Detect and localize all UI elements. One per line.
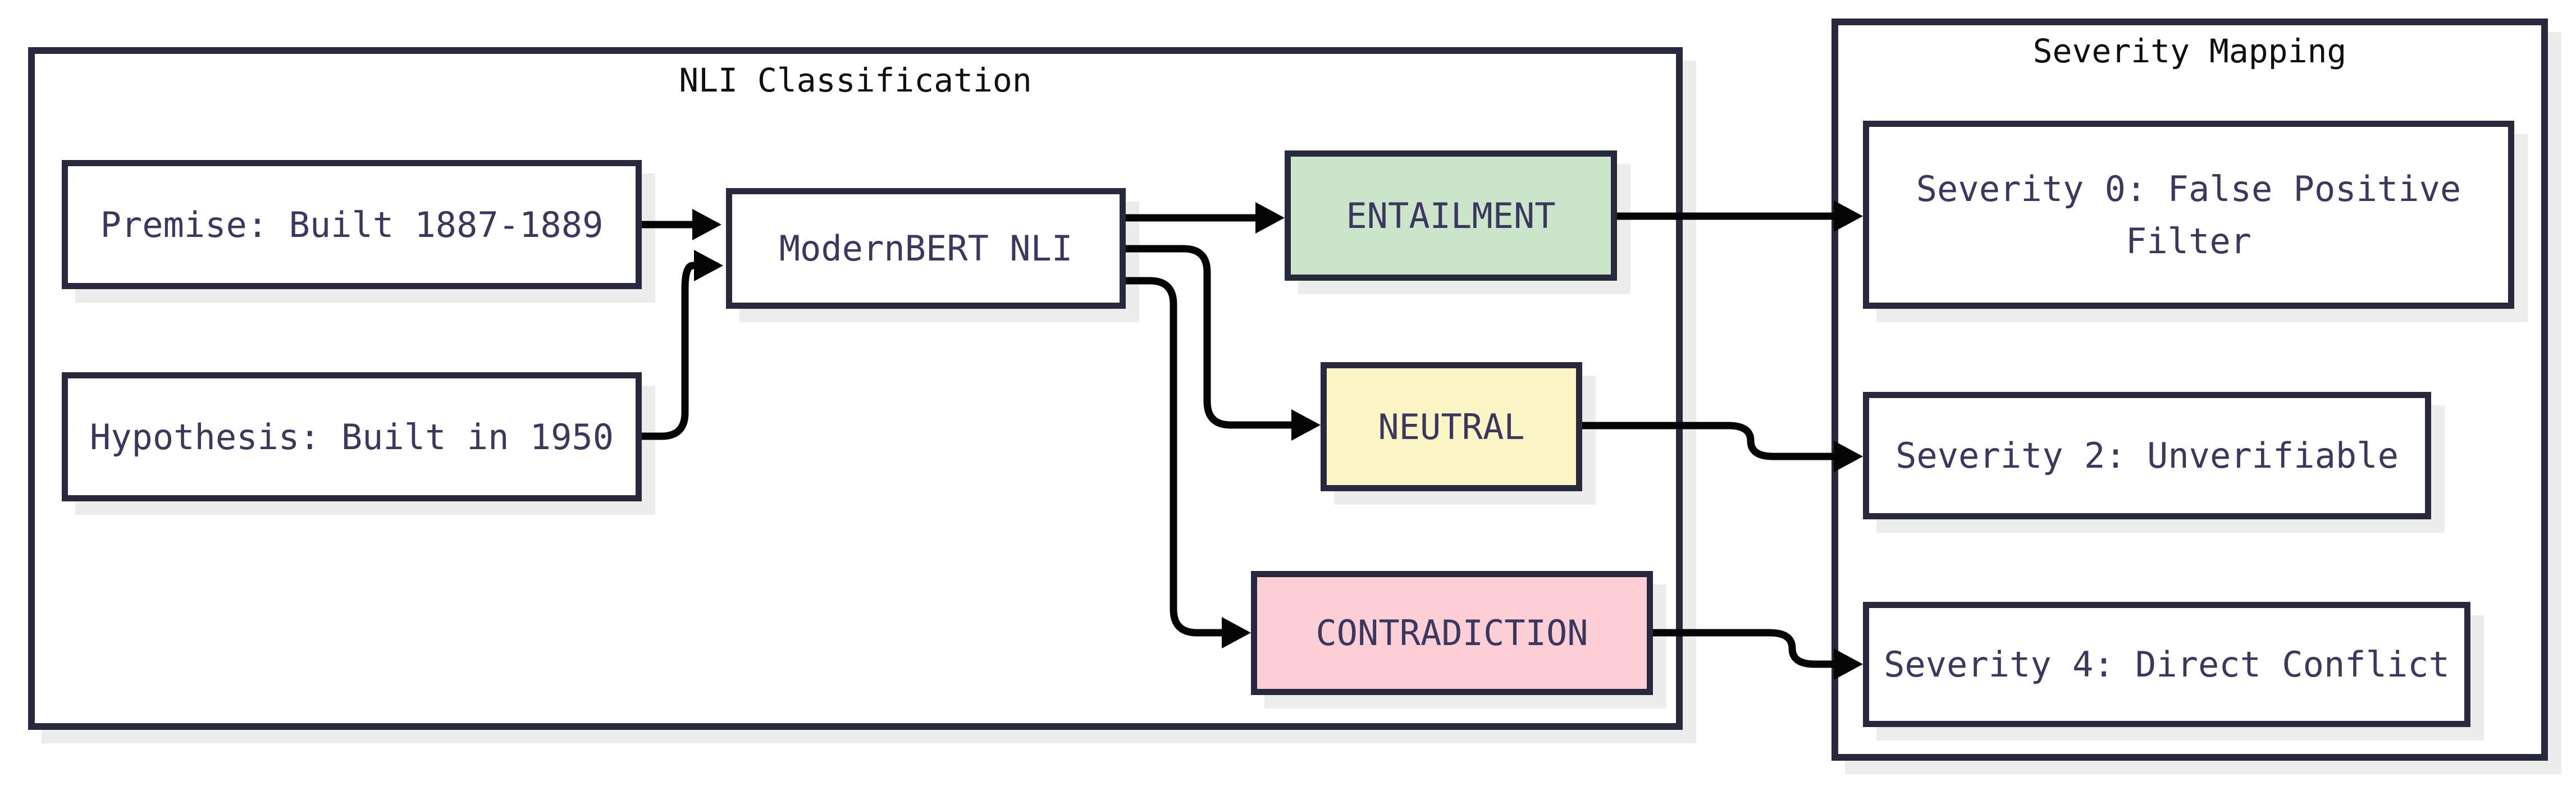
severity-2-node: Severity 2: Unverifiable <box>1863 392 2431 519</box>
severity-4-node: Severity 4: Direct Conflict <box>1863 602 2470 727</box>
severity-group-title: Severity Mapping <box>2033 32 2347 70</box>
severity-0-node: Severity 0: False Positive Filter <box>1863 121 2514 309</box>
nli-group-title: NLI Classification <box>679 61 1032 99</box>
premise-node: Premise: Built 1887-1889 <box>62 160 642 289</box>
entailment-node: ENTAILMENT <box>1285 150 1617 281</box>
neutral-node: NEUTRAL <box>1321 362 1582 491</box>
modernbert-nli-node: ModernBERT NLI <box>726 188 1126 309</box>
contradiction-node: CONTRADICTION <box>1251 571 1653 695</box>
hypothesis-node: Hypothesis: Built in 1950 <box>62 372 642 501</box>
